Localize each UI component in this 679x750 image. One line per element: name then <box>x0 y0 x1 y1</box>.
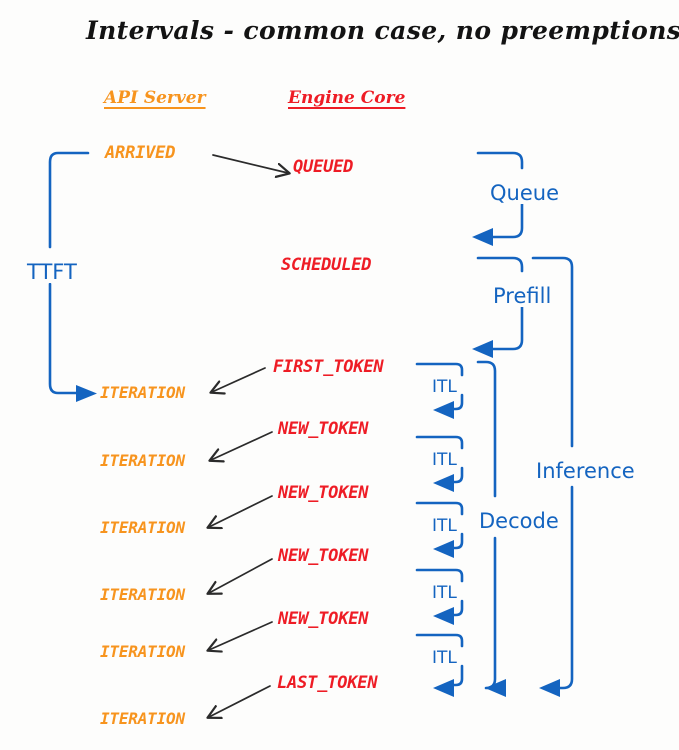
event-new-token-1: NEW_TOKEN <box>278 419 369 439</box>
arrowhead-queue <box>472 228 493 246</box>
arrowhead-itl-3 <box>433 540 454 558</box>
bracket-itl-2 <box>415 435 464 484</box>
arrowhead-decode <box>485 679 506 697</box>
arrowhead-itl-1 <box>433 401 454 419</box>
arrow-last-token-to-iteration <box>209 685 271 717</box>
event-new-token-4: NEW_TOKEN <box>278 609 369 629</box>
event-arrived: ARRIVED <box>105 143 176 163</box>
bracket-itl-3 <box>415 501 464 550</box>
interval-label-queue: Queue <box>487 183 562 204</box>
arrowhead-prefill <box>472 340 493 358</box>
event-new-token-2: NEW_TOKEN <box>278 483 369 503</box>
arrow-new-token-to-iteration-2 <box>209 495 273 527</box>
interval-label-itl-4: ITL <box>429 585 460 602</box>
bracket-itl-1 <box>415 362 464 411</box>
column-header-api-server: API Server <box>104 88 206 108</box>
event-iteration-2: ITERATION <box>100 451 185 470</box>
interval-label-prefill: Prefill <box>490 286 555 307</box>
arrowhead-ttft <box>76 385 97 402</box>
interval-label-inference: Inference <box>533 461 638 482</box>
interval-brackets <box>48 151 574 697</box>
bracket-inference <box>531 256 574 690</box>
event-scheduled: SCHEDULED <box>281 255 372 275</box>
event-first-token: FIRST_TOKEN <box>273 357 384 377</box>
bracket-itl-5 <box>415 633 464 687</box>
event-queued: QUEUED <box>293 157 354 177</box>
arrowhead-itl-5 <box>433 679 454 697</box>
transition-arrows <box>209 154 288 717</box>
interval-label-ttft: TTFT <box>24 262 80 283</box>
bracket-itl-4 <box>415 568 464 617</box>
arrowhead-itl-4 <box>433 607 454 625</box>
event-new-token-3: NEW_TOKEN <box>278 546 369 566</box>
bracket-ttft <box>48 151 90 395</box>
event-iteration-1: ITERATION <box>100 383 185 402</box>
event-iteration-5: ITERATION <box>100 642 185 661</box>
interval-label-itl-1: ITL <box>429 379 460 396</box>
column-header-engine-core: Engine Core <box>288 88 406 108</box>
arrowhead-inference <box>539 679 560 697</box>
interval-label-itl-5: ITL <box>429 650 460 667</box>
event-iteration-3: ITERATION <box>100 518 185 537</box>
arrowhead-itl-2 <box>433 474 454 492</box>
page-title: Intervals - common case, no preemptions <box>86 16 679 45</box>
bracket-queue <box>476 151 524 239</box>
arrow-arrived-to-queued <box>212 154 288 173</box>
bracket-prefill <box>476 256 524 351</box>
arrow-new-token-to-iteration-1 <box>211 431 273 460</box>
arrow-new-token-to-iteration-4 <box>209 621 273 650</box>
event-iteration-4: ITERATION <box>100 585 185 604</box>
interval-label-decode: Decode <box>476 511 562 532</box>
arrow-new-token-to-iteration-3 <box>209 558 273 593</box>
interval-label-itl-2: ITL <box>429 452 460 469</box>
event-last-token: LAST_TOKEN <box>277 673 378 693</box>
interval-label-itl-3: ITL <box>429 518 460 535</box>
arrow-first-token-to-iteration <box>212 367 266 392</box>
event-iteration-6: ITERATION <box>100 709 185 728</box>
